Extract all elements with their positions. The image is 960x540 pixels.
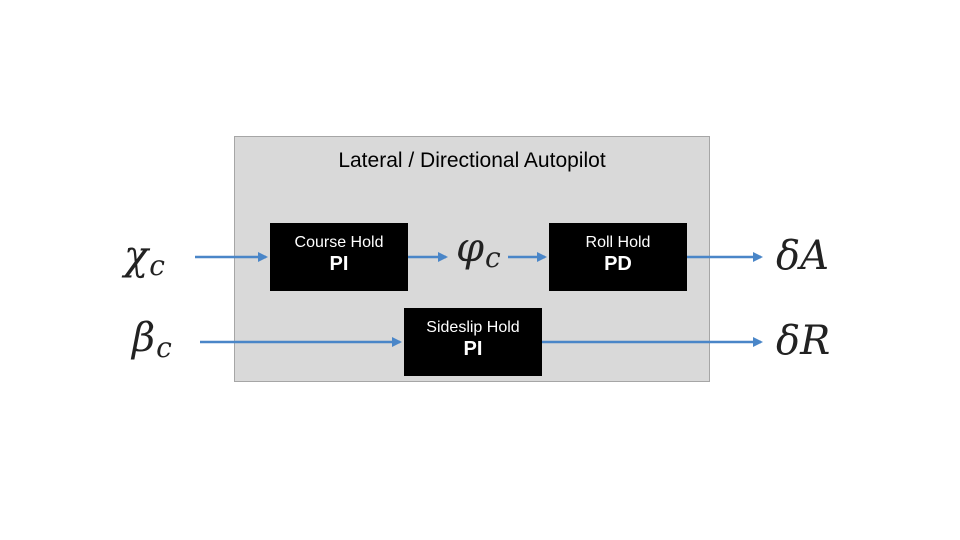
beta-subscript: c xyxy=(156,331,172,364)
sideslip-hold-block: Sideslip Hold PI xyxy=(404,308,542,376)
course-hold-block: Course Hold PI xyxy=(270,223,408,291)
panel-title: Lateral / Directional Autopilot xyxy=(338,149,606,172)
delta-a-symbol: δA xyxy=(776,233,829,279)
phi-c-signal: φc xyxy=(456,225,501,272)
roll-hold-block: Roll Hold PD xyxy=(549,223,687,291)
course-hold-label: Course Hold xyxy=(294,234,384,251)
sideslip-hold-type: PI xyxy=(463,338,483,360)
sideslip-hold-label: Sideslip Hold xyxy=(426,319,520,336)
roll-hold-type: PD xyxy=(604,253,632,275)
course-hold-type: PI xyxy=(329,253,349,275)
delta-a-signal: δA xyxy=(776,236,829,276)
chi-subscript: c xyxy=(149,249,165,282)
chi-c-signal: χc xyxy=(124,233,165,280)
delta-r-symbol: δR xyxy=(776,318,831,364)
phi-subscript: c xyxy=(485,241,501,274)
chi-symbol: χ xyxy=(124,233,149,279)
beta-c-signal: βc xyxy=(132,315,172,362)
phi-symbol: φ xyxy=(456,225,485,271)
roll-hold-label: Roll Hold xyxy=(585,234,651,251)
delta-r-signal: δR xyxy=(776,321,830,361)
beta-symbol: β xyxy=(132,315,156,361)
